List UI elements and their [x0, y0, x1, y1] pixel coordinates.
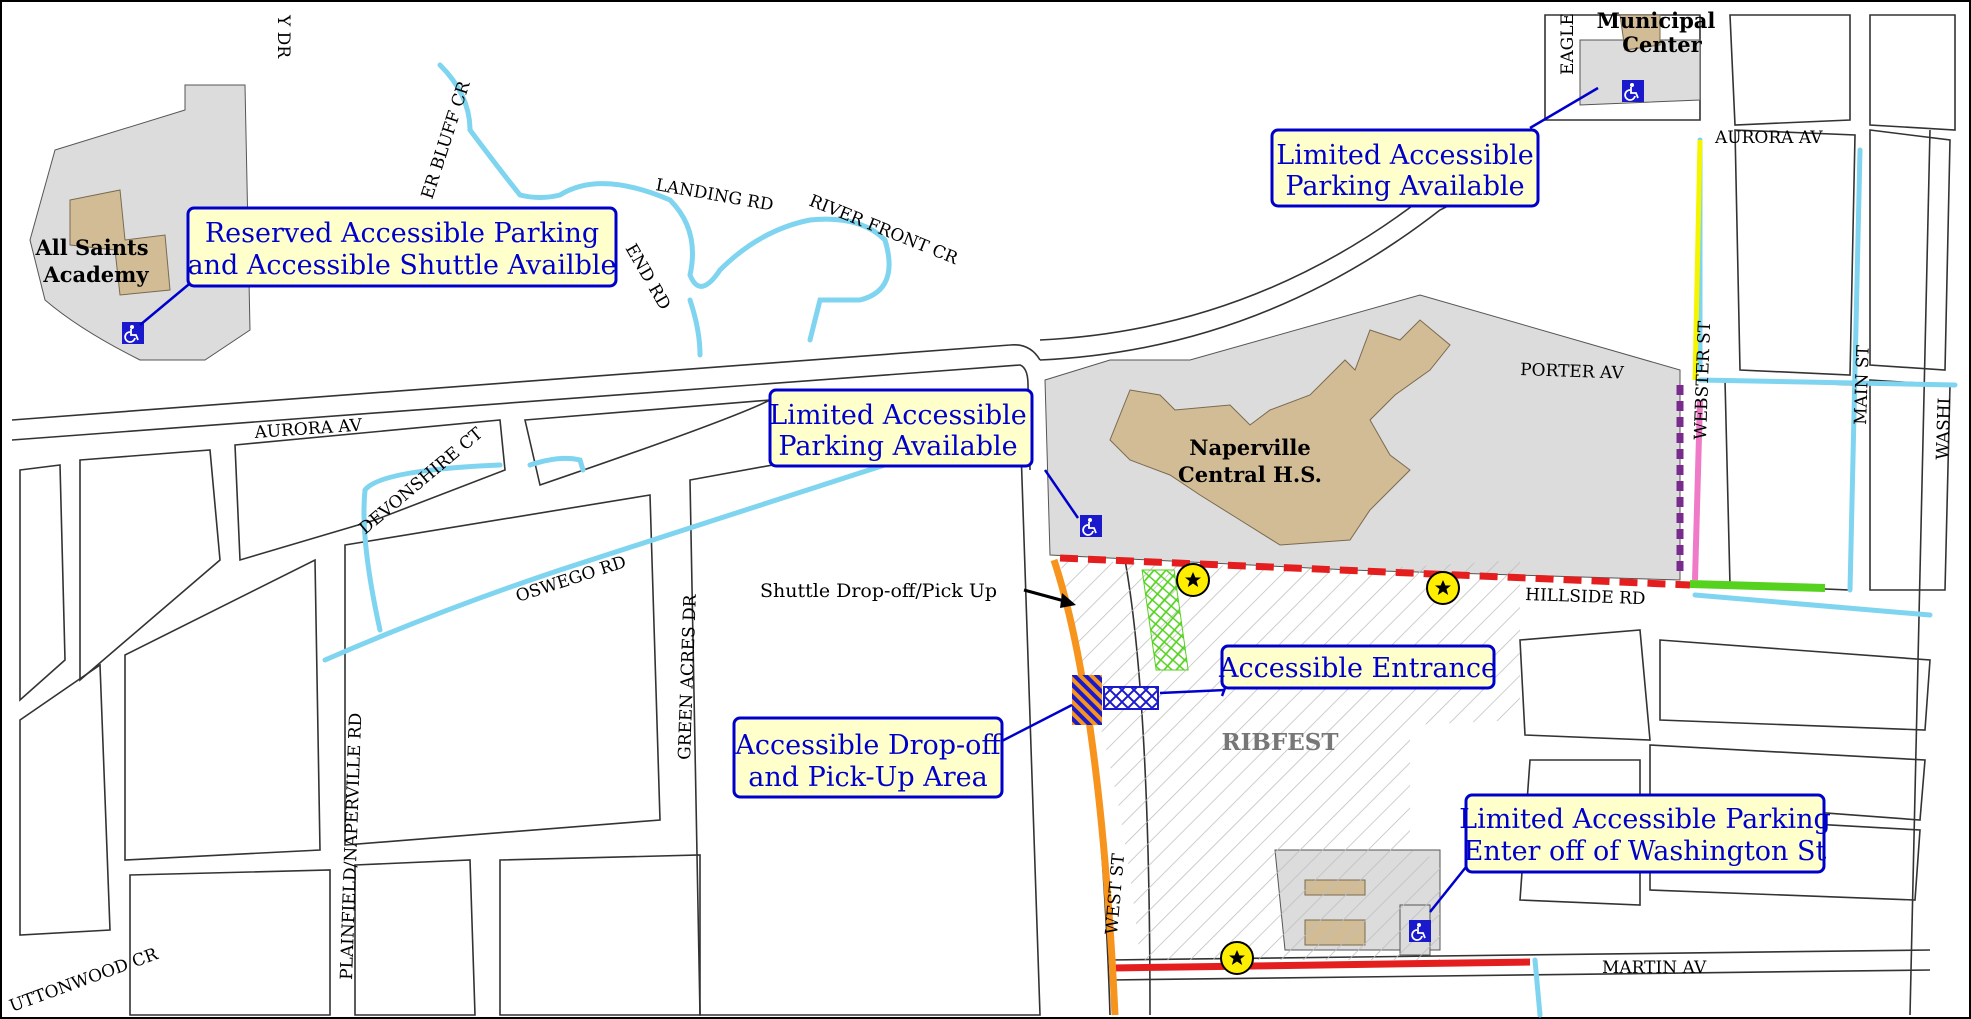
- callout-dropoff-area: Accessible Drop-off and Pick-Up Area: [732, 716, 1004, 799]
- shuttle-arrowhead: [1060, 593, 1076, 608]
- all-saints-label-1: All Saints: [34, 235, 148, 260]
- accessible-parking-icon: [1621, 79, 1645, 103]
- star-marker-icon: [1426, 571, 1460, 605]
- hillside-route-dashed: [1059, 554, 1691, 589]
- callout-dropoff-line1: Accessible Drop-off: [734, 730, 1002, 761]
- callout-dropoff-line2: and Pick-Up Area: [748, 762, 987, 793]
- callout-limited-top-line1: Limited Accessible: [1276, 140, 1533, 171]
- callout-entrance-text: Accessible Entrance: [1218, 653, 1497, 684]
- green-route: [1689, 580, 1826, 592]
- street-webster-st: WEBSTER ST: [1691, 320, 1715, 440]
- all-saints-label-2: Academy: [42, 262, 149, 287]
- callout-limited-top-line2: Parking Available: [1285, 171, 1524, 202]
- accessible-entrance-pattern: [1104, 687, 1158, 709]
- naperville-label-1: Naperville: [1189, 435, 1310, 460]
- callout-limited-school-line2: Parking Available: [778, 431, 1017, 462]
- street-eagle: EAGLE: [1558, 13, 1578, 75]
- street-main-st: MAIN ST: [1851, 344, 1874, 425]
- street-washington-st: WASHI: [1933, 397, 1955, 460]
- shuttle-dropoff-zone: [1141, 569, 1189, 671]
- callout-limited-parking-school: Limited Accessible Parking Available: [768, 388, 1034, 468]
- star-marker-icon: [1176, 563, 1210, 597]
- callout-washington-line2: Enter off of Washington St: [1464, 836, 1827, 867]
- creek-lines: [322, 62, 1958, 1018]
- callout-limited-school-line1: Limited Accessible: [769, 400, 1026, 431]
- naperville-label-2: Central H.S.: [1178, 462, 1322, 487]
- street-aurora-av-east: AURORA AV: [1714, 128, 1823, 148]
- callout-reserved-line2: and Accessible Shuttle Availble: [188, 250, 617, 281]
- accessible-parking-icon: [1408, 919, 1432, 943]
- accessible-parking-icon: [1079, 514, 1103, 538]
- road-network: [11, 14, 1956, 1016]
- street-hillside-rd: HILLSIDE RD: [1525, 585, 1646, 609]
- callout-limited-parking-top: Limited Accessible Parking Available: [1270, 128, 1540, 208]
- callout-accessible-entrance: Accessible Entrance: [1218, 644, 1497, 690]
- shuttle-arrow: [1023, 588, 1069, 604]
- municipal-label-1: Municipal: [1597, 8, 1716, 33]
- webster-route-yellow: [1692, 139, 1703, 381]
- shuttle-label: Shuttle Drop-off/Pick Up: [760, 580, 997, 602]
- street-martin-av: MARTIN AV: [1602, 958, 1707, 978]
- street-top-dr: Y DR: [273, 14, 293, 59]
- accessible-dropoff-zone: [1072, 675, 1102, 725]
- callout-reserved-parking: Reserved Accessible Parking and Accessib…: [186, 206, 618, 288]
- martin-route: [1111, 958, 1531, 972]
- pink-route: [1692, 399, 1703, 581]
- callout-limited-parking-washington: Limited Accessible Parking Enter off of …: [1459, 793, 1831, 874]
- star-marker-icon: [1220, 941, 1254, 975]
- callout-washington-line1: Limited Accessible Parking: [1459, 804, 1831, 835]
- municipal-label-2: Center: [1622, 32, 1702, 57]
- street-porter-av: PORTER AV: [1520, 360, 1625, 384]
- ribfest-label: RIBFEST: [1222, 729, 1339, 756]
- callout-reserved-line1: Reserved Accessible Parking: [205, 218, 599, 249]
